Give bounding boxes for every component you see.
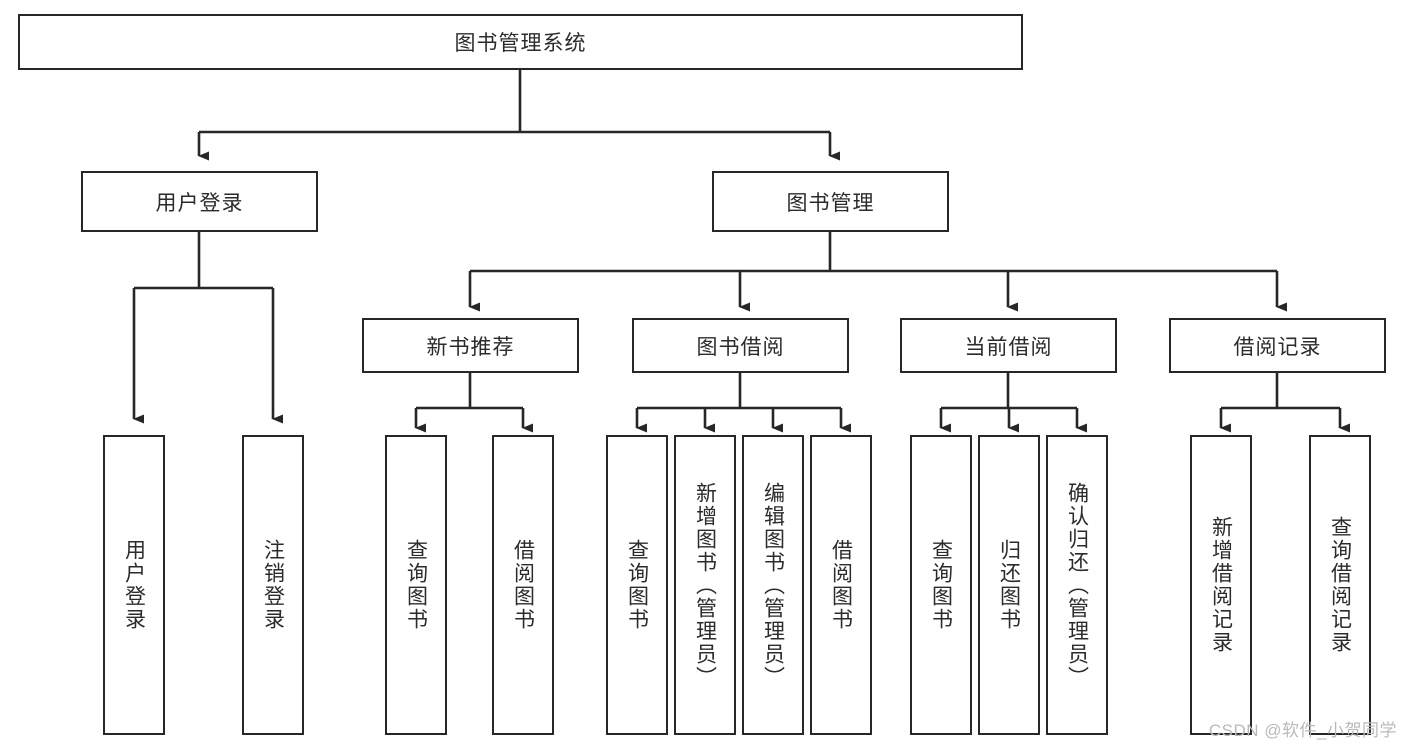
node-leaf-borrow-book-1[interactable]: 借阅图书 <box>492 435 554 735</box>
node-leaf-query-record-label: 查询借阅记录 <box>1328 516 1352 654</box>
node-leaf-user-login-label: 用户登录 <box>122 539 146 631</box>
node-leaf-return-book[interactable]: 归还图书 <box>978 435 1040 735</box>
node-leaf-borrow-book-1-label: 借阅图书 <box>511 539 535 631</box>
node-leaf-user-login[interactable]: 用户登录 <box>103 435 165 735</box>
node-leaf-query-book-3-label: 查询图书 <box>929 539 953 631</box>
node-leaf-borrow-book-2[interactable]: 借阅图书 <box>810 435 872 735</box>
node-leaf-add-book-label: 新增图书（管理员） <box>693 481 717 689</box>
node-leaf-confirm-return-label: 确认归还（管理员） <box>1065 481 1089 689</box>
node-leaf-edit-book-label: 编辑图书（管理员） <box>761 481 785 689</box>
node-leaf-query-record[interactable]: 查询借阅记录 <box>1309 435 1371 735</box>
node-leaf-add-record[interactable]: 新增借阅记录 <box>1190 435 1252 735</box>
node-leaf-logout[interactable]: 注销登录 <box>242 435 304 735</box>
node-current-borrow-label: 当前借阅 <box>964 335 1053 359</box>
node-leaf-return-book-label: 归还图书 <box>997 539 1021 631</box>
node-current-borrow[interactable]: 当前借阅 <box>900 318 1117 373</box>
node-leaf-borrow-book-2-label: 借阅图书 <box>829 539 853 631</box>
node-root-label: 图书管理系统 <box>454 32 587 55</box>
node-leaf-query-book-3[interactable]: 查询图书 <box>910 435 972 735</box>
node-leaf-add-book[interactable]: 新增图书（管理员） <box>674 435 736 735</box>
watermark-text: CSDN @软件_小贺同学 <box>1208 721 1397 740</box>
node-leaf-query-book-1-label: 查询图书 <box>404 539 428 631</box>
node-leaf-edit-book[interactable]: 编辑图书（管理员） <box>742 435 804 735</box>
node-book-borrow-label: 图书借阅 <box>696 335 785 359</box>
node-leaf-confirm-return[interactable]: 确认归还（管理员） <box>1046 435 1108 735</box>
node-root[interactable]: 图书管理系统 <box>18 14 1023 70</box>
node-book-manage[interactable]: 图书管理 <box>712 171 949 232</box>
node-new-book-rec-label: 新书推荐 <box>426 335 515 359</box>
node-new-book-rec[interactable]: 新书推荐 <box>362 318 579 373</box>
node-leaf-add-record-label: 新增借阅记录 <box>1209 516 1233 654</box>
node-borrow-record[interactable]: 借阅记录 <box>1169 318 1386 373</box>
node-book-borrow[interactable]: 图书借阅 <box>632 318 849 373</box>
node-book-manage-label: 图书管理 <box>786 191 875 215</box>
node-leaf-logout-label: 注销登录 <box>261 539 285 631</box>
node-borrow-record-label: 借阅记录 <box>1233 335 1322 359</box>
node-leaf-query-book-1[interactable]: 查询图书 <box>385 435 447 735</box>
node-user-login-label: 用户登录 <box>155 191 244 215</box>
node-user-login[interactable]: 用户登录 <box>81 171 318 232</box>
node-leaf-query-book-2[interactable]: 查询图书 <box>606 435 668 735</box>
node-leaf-query-book-2-label: 查询图书 <box>625 539 649 631</box>
